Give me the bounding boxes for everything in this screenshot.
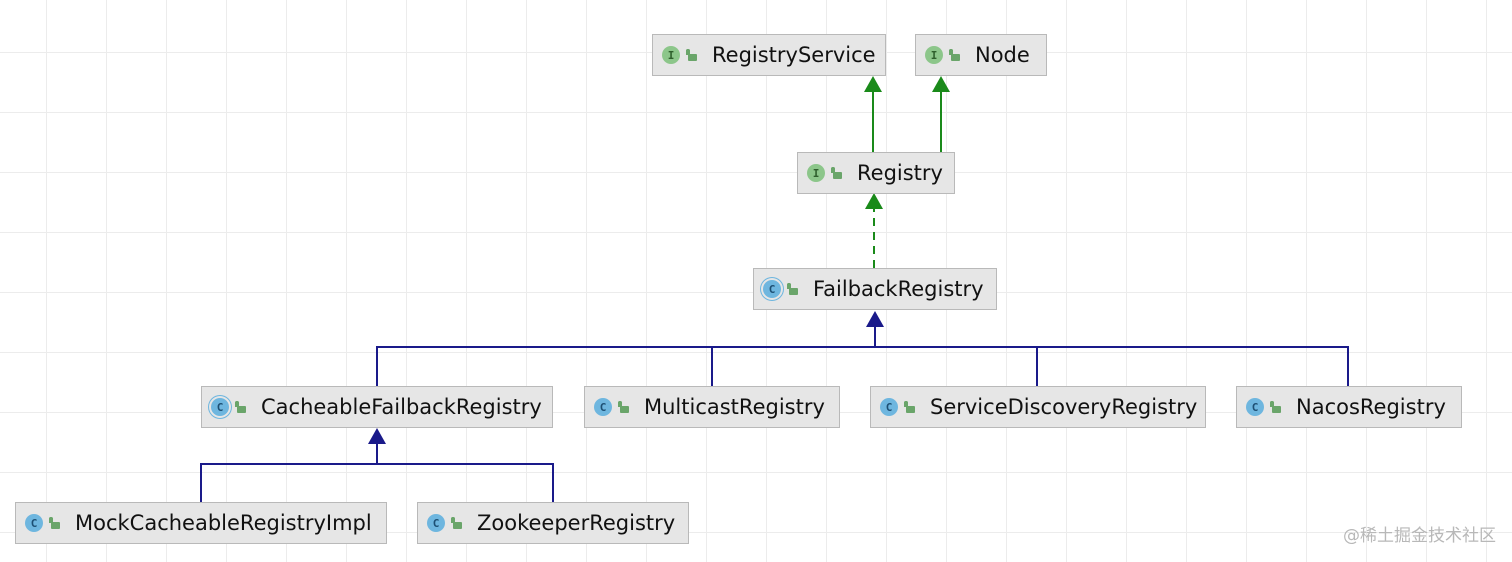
abstract-class-icon: C <box>763 280 781 298</box>
abstract-class-icon: C <box>211 398 229 416</box>
node-label: NacosRegistry <box>1296 395 1446 419</box>
lock-icon <box>618 401 630 413</box>
class-icon: C <box>427 514 445 532</box>
interface-icon: I <box>662 46 680 64</box>
interface-icon: I <box>925 46 943 64</box>
lock-icon <box>831 167 843 179</box>
node-registry[interactable]: I Registry <box>797 152 955 194</box>
watermark: @稀土掘金技术社区 <box>1343 526 1496 546</box>
class-icon: C <box>594 398 612 416</box>
node-label: MulticastRegistry <box>644 395 825 419</box>
edge-registry-to-node <box>932 76 950 152</box>
class-icon: C <box>880 398 898 416</box>
node-label: CacheableFailbackRegistry <box>261 395 542 419</box>
node-failbackregistry[interactable]: C FailbackRegistry <box>753 268 997 310</box>
node-mockcacheableregistryimpl[interactable]: C MockCacheableRegistryImpl <box>15 502 387 544</box>
node-label: FailbackRegistry <box>813 277 984 301</box>
edge-failbackregistry-to-registry <box>865 193 883 268</box>
edge-group-cacheablefailbackregistry-children <box>200 428 554 502</box>
class-icon: C <box>25 514 43 532</box>
lock-icon <box>686 49 698 61</box>
node-zookeeperregistry[interactable]: C ZookeeperRegistry <box>417 502 689 544</box>
class-icon: C <box>1246 398 1264 416</box>
lock-icon <box>904 401 916 413</box>
node-label: ServiceDiscoveryRegistry <box>930 395 1198 419</box>
node-label: Registry <box>857 161 943 185</box>
lock-icon <box>451 517 463 529</box>
lock-icon <box>1270 401 1282 413</box>
node-servicediscoveryregistry[interactable]: C ServiceDiscoveryRegistry <box>870 386 1206 428</box>
node-multicastregistry[interactable]: C MulticastRegistry <box>584 386 840 428</box>
interface-icon: I <box>807 164 825 182</box>
node-cacheablefailbackregistry[interactable]: C CacheableFailbackRegistry <box>201 386 553 428</box>
lock-icon <box>787 283 799 295</box>
node-label: Node <box>975 43 1030 67</box>
edge-registry-to-registryservice <box>864 76 882 152</box>
node-label: RegistryService <box>712 43 876 67</box>
lock-icon <box>949 49 961 61</box>
node-registryservice[interactable]: I RegistryService <box>652 34 886 76</box>
node-label: ZookeeperRegistry <box>477 511 676 535</box>
lock-icon <box>235 401 247 413</box>
lock-icon <box>49 517 61 529</box>
node-node[interactable]: I Node <box>915 34 1047 76</box>
edge-group-failbackregistry-children <box>376 311 1349 386</box>
node-label: MockCacheableRegistryImpl <box>75 511 372 535</box>
node-nacosregistry[interactable]: C NacosRegistry <box>1236 386 1462 428</box>
